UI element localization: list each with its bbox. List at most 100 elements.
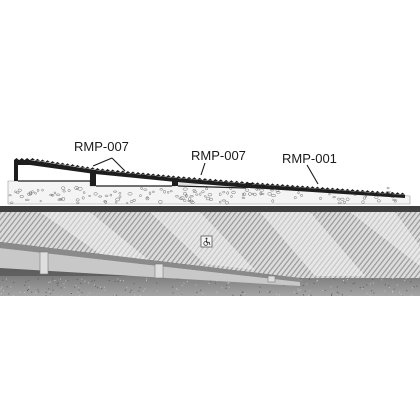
serration-tooth [165, 175, 171, 177]
floor-speck [299, 289, 301, 291]
floor-speck [330, 286, 332, 288]
gravel-stone [340, 197, 345, 201]
gravel-stone [53, 191, 57, 195]
gravel-stone [222, 191, 226, 194]
serration-tooth [390, 191, 395, 194]
floor-speck [172, 286, 174, 288]
floor-speck [393, 288, 395, 290]
floor-speck [300, 279, 302, 281]
serration-tooth [202, 178, 208, 181]
floor-speck [0, 288, 2, 290]
floor-speck [156, 282, 158, 284]
floor-speck [93, 279, 95, 281]
floor-speck [57, 282, 59, 284]
gravel-stone [28, 191, 32, 196]
gravel-stone [61, 186, 66, 190]
serration-tooth [325, 187, 330, 190]
floor-speck [293, 291, 295, 293]
floor-speck [216, 291, 218, 293]
floor-speck [108, 280, 110, 281]
floor-speck [175, 278, 177, 280]
floor-speck [89, 292, 91, 294]
floor-speck [269, 290, 271, 292]
gravel-stone [328, 193, 331, 196]
serration-tooth [234, 180, 240, 183]
gravel-stone [259, 191, 263, 196]
floor-speck [1, 286, 3, 288]
floor-speck [232, 294, 234, 296]
serration-tooth [265, 183, 270, 186]
ramp-serrations [14, 158, 405, 195]
floor-speck [371, 290, 373, 292]
floor-speck [180, 294, 182, 296]
gravel-stone [17, 188, 22, 192]
serration-tooth [120, 170, 126, 173]
support-leg [172, 178, 178, 186]
gravel-stone [48, 193, 54, 196]
gravel-stone [386, 186, 390, 190]
gravel-stone [132, 198, 136, 202]
floor-speck [183, 282, 185, 284]
gravel-stone [118, 195, 122, 199]
floor-speck [100, 286, 102, 288]
wheelchair-accessibility-icon [200, 235, 213, 248]
gravel-stone [19, 194, 24, 199]
serration-tooth [150, 173, 156, 176]
floor-speck [24, 284, 26, 286]
serration-tooth [275, 183, 280, 186]
floor-speck [91, 280, 93, 282]
gravel-stone [115, 197, 120, 202]
floor-speck [399, 291, 401, 293]
floor-speck [228, 286, 230, 288]
ramp-front-edge [0, 242, 300, 282]
gravel-stone [55, 193, 61, 196]
ramp-side-fascia [0, 248, 300, 286]
floor-speck [240, 294, 242, 296]
gravel-stone [376, 199, 381, 203]
floor-speck [2, 279, 4, 281]
ramp-profile [14, 158, 405, 198]
gravel-stone [39, 200, 42, 203]
floor-speck [316, 280, 318, 282]
callout-label-rmp-007-middle: RMP-007 [191, 148, 246, 163]
serration-tooth [24, 158, 30, 160]
gravel-stone [187, 200, 191, 202]
gravel-stone [62, 190, 66, 193]
floor-speck [130, 289, 132, 291]
floor-speck [413, 286, 415, 288]
ramp-installed-photo [0, 206, 420, 296]
floor-speck [324, 289, 326, 291]
serration-tooth [239, 181, 245, 184]
serration-tooth [40, 159, 45, 162]
floor-speck [276, 293, 278, 295]
serration-tooth [295, 185, 300, 188]
gravel-stone [67, 189, 71, 192]
floor-speck [392, 291, 394, 293]
gravel-stone [221, 199, 227, 202]
serration-tooth [110, 169, 116, 172]
serration-tooth [65, 163, 70, 166]
floor-speck [181, 285, 183, 286]
gravel-stone [188, 197, 192, 201]
floor-speck [302, 285, 304, 287]
floor [0, 276, 420, 296]
floor-speck [336, 291, 338, 293]
gravel-stone [139, 194, 142, 198]
floor-speck [6, 286, 8, 288]
floor-speck [341, 294, 343, 296]
gravel-stone [74, 186, 79, 190]
floor-speck [313, 282, 315, 284]
serration-tooth [340, 188, 345, 191]
floor-speck [94, 285, 96, 287]
gravel-stone [332, 196, 337, 199]
gravel-stone [271, 199, 275, 203]
gravel-stone [75, 198, 80, 202]
gravel-stone [76, 201, 80, 204]
gravel-stone [345, 197, 350, 202]
floor-speck [146, 278, 148, 280]
floor-speck [350, 290, 352, 292]
gravel-stone [159, 188, 164, 191]
gravel-stone [256, 188, 261, 191]
floor-speck [175, 288, 177, 290]
gravel-stone [276, 191, 281, 194]
